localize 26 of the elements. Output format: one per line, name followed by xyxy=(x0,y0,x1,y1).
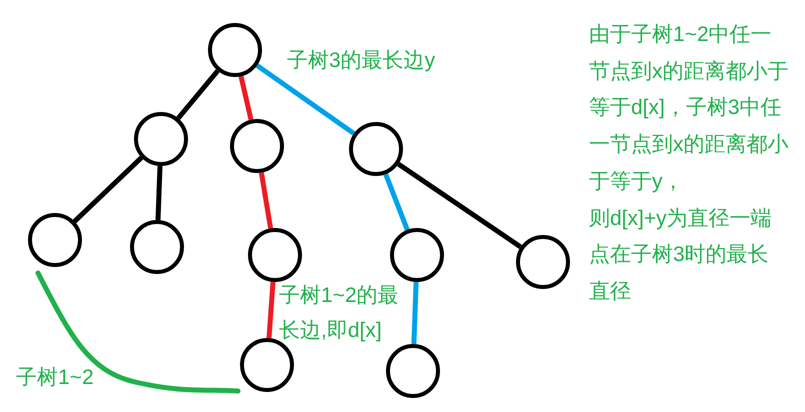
tree-edge xyxy=(238,76,254,120)
tree-node xyxy=(130,220,184,274)
tree-edge xyxy=(258,172,274,229)
tree-node xyxy=(386,344,440,398)
tree-node xyxy=(248,228,302,282)
tree-edge xyxy=(397,162,522,249)
tree-edge xyxy=(256,63,356,136)
tree-node xyxy=(516,235,570,289)
tree-node xyxy=(208,23,262,77)
tree-edge xyxy=(72,156,144,224)
tree-edge xyxy=(266,282,276,338)
tree-node xyxy=(349,122,403,176)
note-paragraph: 由于子树1~2中任一节点到x的距离都小于等于d[x]，子树3中任一节点到x的距离都小于等于y， xyxy=(589,22,789,195)
tree-node xyxy=(134,112,188,166)
note-paragraph: 则d[x]+y为直径一端点在子树3时的最长直径 xyxy=(589,206,773,305)
annotation: 子树3的最长边y xyxy=(287,49,436,73)
tree-node xyxy=(390,228,444,282)
annotation: 子树1~2的最长边,即d[x] xyxy=(279,283,400,344)
tree-edge xyxy=(411,282,419,344)
tree-node xyxy=(240,338,294,392)
annotation: 子树1~2 xyxy=(16,366,94,390)
tree-node xyxy=(28,213,82,267)
tree-node xyxy=(230,119,284,173)
tree-edge xyxy=(176,69,220,120)
tree-edge xyxy=(383,173,410,231)
tree-edge xyxy=(156,166,162,220)
